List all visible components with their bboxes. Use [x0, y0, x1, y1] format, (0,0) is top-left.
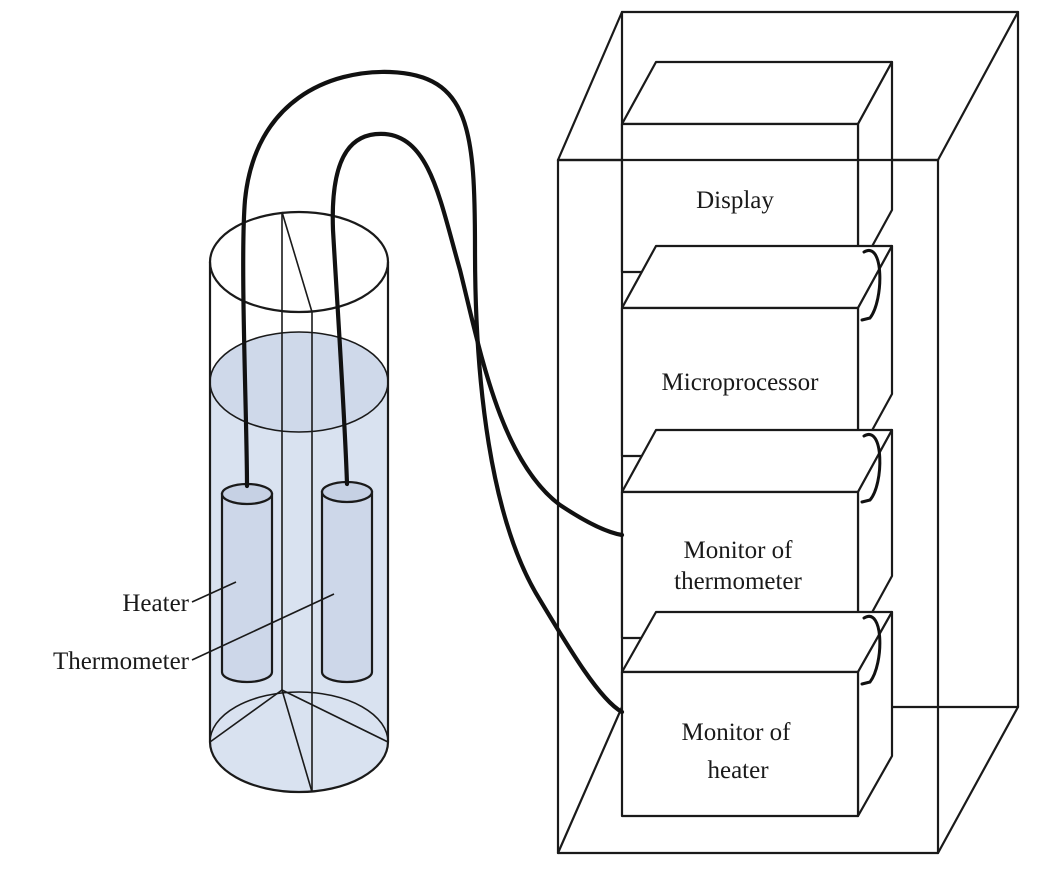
monitor-heater-label-line1: Monitor of [681, 719, 791, 746]
thermometer-rod [320, 480, 374, 684]
monitor-heater-label-line2: heater [707, 757, 769, 784]
module-connectors [860, 248, 882, 686]
microprocessor-module [620, 244, 894, 458]
monitor-thermometer-label-line1: Monitor of [683, 537, 793, 564]
thermometer-leader-line [191, 593, 335, 661]
monitor-heater-module [620, 610, 894, 818]
cylinder-top-rim [208, 210, 390, 314]
microprocessor-label: Microprocessor [662, 369, 820, 396]
cylinder-bottom-front [208, 740, 390, 794]
heater-label: Heater [122, 590, 189, 617]
divider-bottom-right [281, 689, 389, 743]
cylinder-bottom-back [209, 691, 389, 743]
display-module [620, 60, 894, 274]
divider-bottom-left [209, 689, 283, 743]
heater-cable [241, 69, 625, 715]
display-label: Display [696, 187, 774, 214]
thermometer-cable [330, 131, 625, 538]
heater-rod [220, 482, 274, 684]
divider-bottom-edge [281, 689, 313, 793]
thermometer-label: Thermometer [53, 648, 190, 675]
monitor-thermometer-module [620, 428, 894, 640]
heater-leader-line [191, 581, 237, 603]
monitor-thermometer-label-line2: thermometer [674, 568, 802, 595]
cables [241, 69, 625, 715]
divider-top-edge [281, 211, 313, 313]
